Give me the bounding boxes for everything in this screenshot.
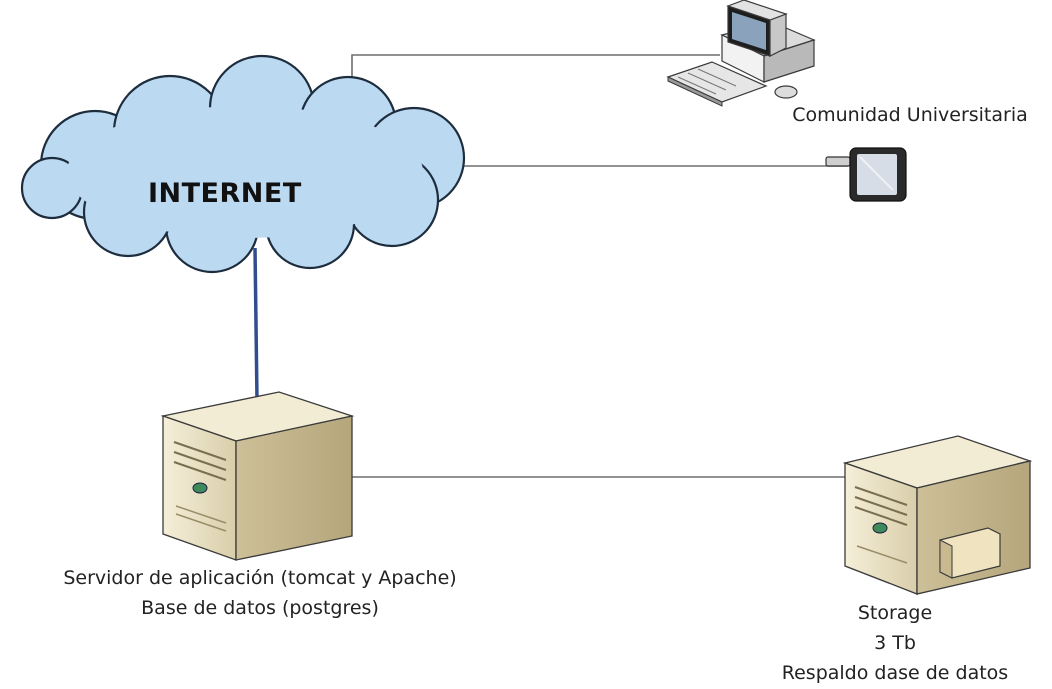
app-server-label-line2: Base de datos (postgres) <box>141 597 379 619</box>
desktop-computer-icon <box>666 0 816 107</box>
cloud-to-computer-link <box>351 54 720 92</box>
app-server-label-line1: Servidor de aplicación (tomcat y Apache) <box>63 567 457 589</box>
app-server-label: Servidor de aplicación (tomcat y Apache)… <box>30 565 490 621</box>
storage-label: Storage 3 Tb Respaldo dase de datos <box>740 598 1050 688</box>
cloud-to-server-uplink <box>253 247 259 401</box>
storage-label-line3: Respaldo dase de datos <box>781 662 1009 684</box>
internet-cloud <box>20 54 466 274</box>
internet-label: INTERNET <box>148 178 302 209</box>
community-label: Comunidad Universitaria <box>792 104 1028 126</box>
storage-label-line2: 3 Tb <box>874 632 916 654</box>
storage-server-icon <box>842 435 1033 595</box>
storage-label-line1: Storage <box>857 602 933 624</box>
tablet-icon <box>825 147 907 202</box>
tower-server-icon <box>160 391 355 561</box>
